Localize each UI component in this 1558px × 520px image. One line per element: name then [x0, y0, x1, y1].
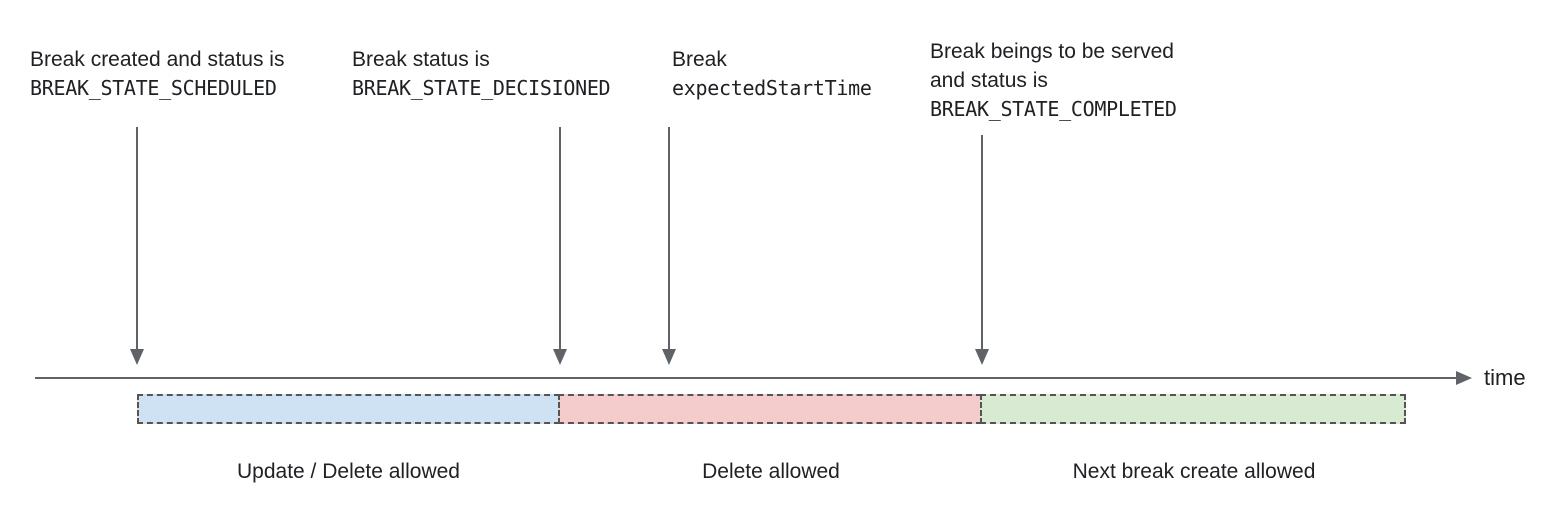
annotation-code-line: BREAK_STATE_DECISIONED — [352, 76, 611, 100]
arrow-line-2 — [559, 127, 561, 350]
lifecycle-segments — [137, 394, 1406, 424]
arrow-down-icon-3 — [662, 349, 676, 365]
annotation-line: Break beings to be served — [930, 40, 1174, 63]
annotation-line: Break — [672, 48, 727, 71]
annotation-line: and status is — [930, 69, 1048, 92]
annotation-line: Break created and status is — [30, 48, 285, 71]
arrow-down-icon-1 — [130, 349, 144, 365]
segment-next-break — [980, 394, 1406, 424]
time-axis-label: time — [1484, 365, 1526, 390]
arrow-down-icon-2 — [553, 349, 567, 365]
arrow-down-icon-4 — [975, 349, 989, 365]
annotation-line: Break status is — [352, 48, 490, 71]
annotation-code-line: expectedStartTime — [672, 76, 872, 100]
annotation-code-line: BREAK_STATE_COMPLETED — [930, 97, 1177, 121]
annotation-break-completed: Break beings to be served and status is … — [930, 37, 1177, 124]
arrow-line-4 — [981, 135, 983, 350]
annotation-code-line: BREAK_STATE_SCHEDULED — [30, 76, 277, 100]
arrow-line-3 — [668, 127, 670, 350]
segment-label-update-delete: Update / Delete allowed — [237, 460, 460, 483]
segment-label-delete: Delete allowed — [702, 460, 840, 483]
annotation-break-created: Break created and status is BREAK_STATE_… — [30, 45, 284, 103]
arrow-right-icon — [1456, 371, 1472, 385]
segment-label-next-break: Next break create allowed — [1072, 460, 1316, 483]
annotation-break-decisioned: Break status is BREAK_STATE_DECISIONED — [352, 45, 611, 103]
segment-update-delete — [137, 394, 560, 424]
segment-delete — [558, 394, 982, 424]
arrow-line-1 — [136, 127, 138, 350]
annotation-expected-start-time: Break expectedStartTime — [672, 45, 872, 103]
time-axis-line — [35, 377, 1458, 379]
